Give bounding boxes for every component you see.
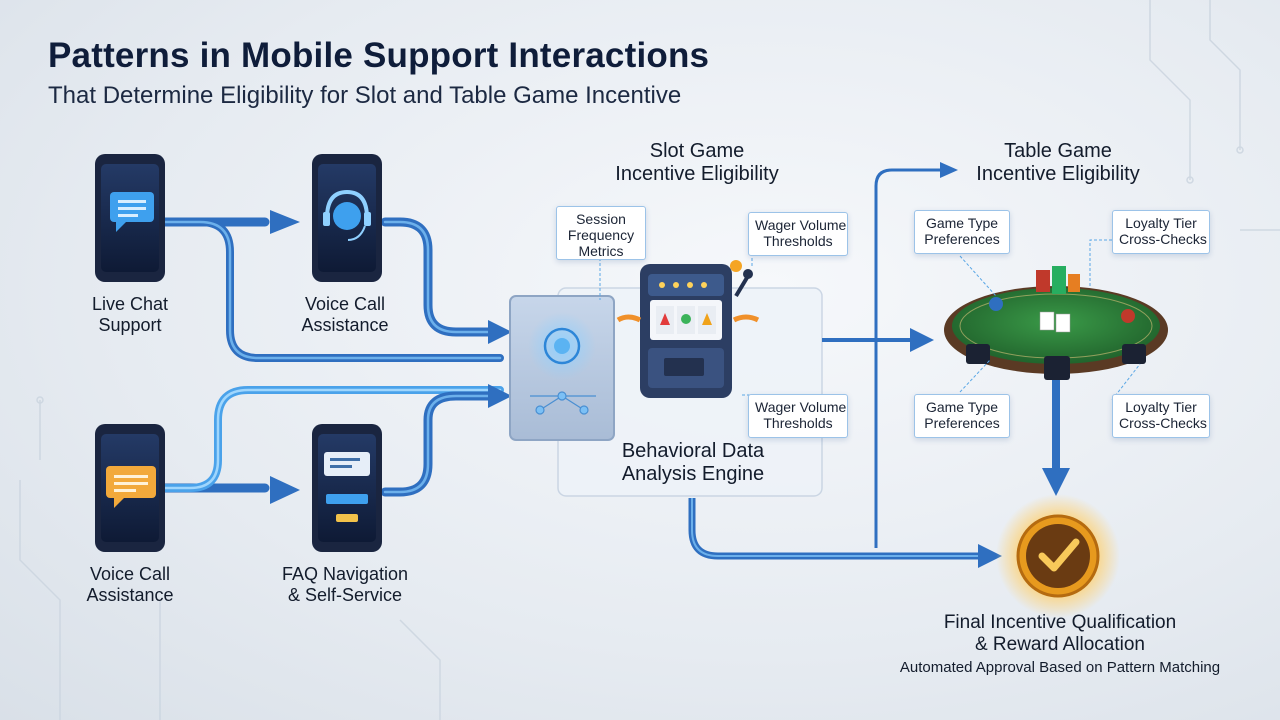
final-arrowhead [978,544,1002,568]
table-to-final-arrowhead [1042,468,1070,496]
final-subtitle: Automated Approval Based on Pattern Matc… [899,659,1221,676]
branch-arrowhead [940,162,958,178]
phone-4 [312,424,382,552]
channel-arrowheads [270,210,512,504]
engine-to-table-arrowhead [910,328,934,352]
final-title-line2: & Reward Allocation [974,634,1146,655]
channel-flows [160,217,504,497]
approval-badge-icon [996,494,1120,618]
poker-table-icon [944,266,1168,380]
data-tablet [509,295,615,441]
slot-machine-icon [616,260,760,398]
circuit-background [19,0,1280,720]
engine-to-final-flow [688,498,980,560]
page-subtitle: That Determine Eligibility for Slot and … [48,82,682,109]
final-qualification-label: Final Incentive Qualification & Reward A… [880,612,1240,678]
final-title-line1: Final Incentive Qualification [943,612,1177,633]
phone-2 [312,154,382,282]
channel-label-4: FAQ Navigation& Self-Service [281,564,409,605]
phone-1 [95,154,165,282]
branch-to-table-flow [874,168,944,548]
page-title: Patterns in Mobile Support Interactions [48,36,710,75]
phone-3 [95,424,165,552]
